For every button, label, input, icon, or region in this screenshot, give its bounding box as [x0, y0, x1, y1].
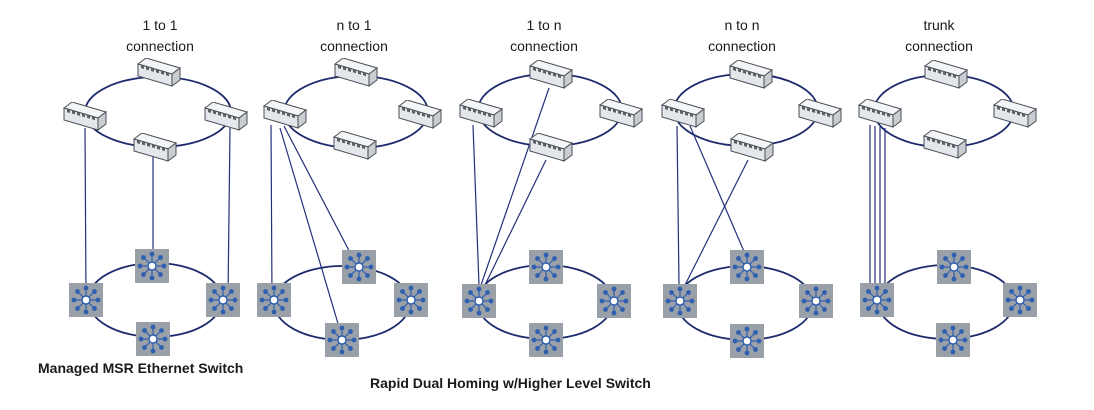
panel-title-line1: n to 1 [336, 17, 371, 33]
higher-level-switch-icon [730, 250, 764, 284]
higher-level-switch-icon [730, 324, 764, 358]
higher-level-switch-icon [936, 323, 970, 357]
higher-level-switch-icon [597, 284, 631, 318]
link [279, 127, 343, 338]
link [480, 87, 550, 286]
managed-msr-ethernet-switch-icon [334, 58, 378, 87]
managed-msr-ethernet-switch-icon [333, 131, 377, 160]
managed-msr-ethernet-switch-icon [133, 133, 177, 162]
higher-level-switch-icon [394, 283, 428, 317]
managed-msr-ethernet-switch-icon [398, 100, 442, 129]
managed-msr-ethernet-switch-icon [661, 99, 705, 128]
link [483, 159, 547, 288]
panel-title-line1: trunk [923, 17, 955, 33]
higher-level-switch-icon [1003, 283, 1037, 317]
panel-title-line1: n to n [724, 17, 759, 33]
higher-level-switch-icon [135, 249, 169, 283]
panel-title-line2: connection [708, 38, 776, 54]
higher-level-switch-icon [529, 250, 563, 284]
managed-msr-ethernet-switch-icon [263, 100, 307, 129]
managed-msr-ethernet-switch-icon [137, 58, 181, 87]
panel-n-to-1: n to 1 connection [257, 17, 442, 357]
link [683, 159, 749, 288]
panel-1-to-1: 1 to 1 connection [63, 17, 248, 356]
managed-msr-ethernet-switch-icon [858, 99, 902, 128]
higher-level-switch-icon [257, 283, 291, 317]
panel-title-line2: connection [320, 38, 388, 54]
panel-title-line2: connection [510, 38, 578, 54]
managed-msr-ethernet-switch-icon [599, 99, 643, 128]
panel-title-line2: connection [905, 38, 973, 54]
managed-msr-ethernet-switch-icon [798, 99, 842, 128]
higher-level-switch-icon [860, 283, 894, 317]
managed-msr-ethernet-switch-icon [459, 99, 503, 128]
managed-msr-ethernet-switch-icon [529, 60, 573, 89]
managed-msr-ethernet-switch-icon [924, 60, 968, 89]
panel-trunk: trunk connection [858, 17, 1037, 357]
managed-msr-ethernet-switch-icon [529, 133, 573, 162]
link [84, 127, 87, 298]
link [283, 125, 357, 265]
panel-n-to-n: n to n connection [661, 17, 842, 358]
higher-level-switch-icon [529, 323, 563, 357]
panel-title-line1: 1 to n [526, 17, 561, 33]
panel-title-line1: 1 to 1 [142, 17, 177, 33]
panel-title-line2: connection [126, 38, 194, 54]
link [270, 124, 273, 298]
managed-msr-ethernet-switch-icon [923, 130, 967, 159]
higher-level-switch-icon [206, 283, 240, 317]
link [689, 125, 747, 257]
managed-msr-ethernet-switch-icon [993, 99, 1037, 128]
higher-level-switch-icon [136, 322, 170, 356]
managed-msr-ethernet-switch-icon [204, 102, 248, 131]
link [227, 127, 231, 298]
higher-level-switch-icon [69, 283, 103, 317]
higher-level-switch-icon [799, 284, 833, 318]
higher-level-switch-icon [325, 323, 359, 357]
link [676, 125, 680, 286]
caption-rapid-dual-homing: Rapid Dual Homing w/Higher Level Switch [370, 375, 651, 391]
managed-msr-ethernet-switch-icon [729, 60, 773, 89]
higher-level-switch-icon [937, 250, 971, 284]
higher-level-switch-icon [462, 284, 496, 318]
higher-level-switch-icon [342, 250, 376, 284]
managed-msr-ethernet-switch-icon [730, 133, 774, 162]
higher-level-switch-icon [663, 284, 697, 318]
managed-msr-ethernet-switch-icon [63, 102, 107, 131]
caption-managed-switch: Managed MSR Ethernet Switch [38, 360, 243, 376]
panel-1-to-n: 1 to n connection [459, 17, 643, 357]
link [472, 124, 480, 286]
